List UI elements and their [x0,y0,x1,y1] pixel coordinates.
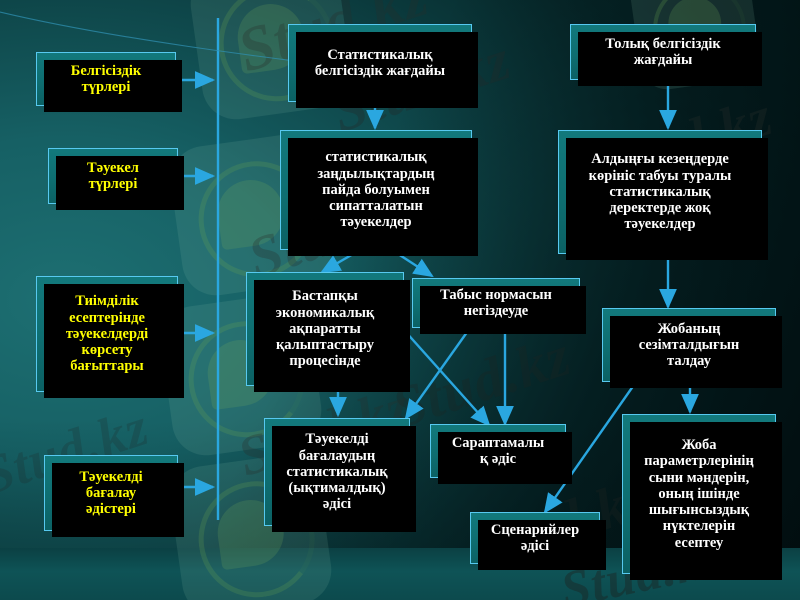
node-critical-parameters[interactable]: Жоба параметрлерінің сыни мәндерін, оның… [622,414,782,580]
node-label: Белгісіздік түрлері [70,62,142,95]
node-label: Бастапқы экономикалық ақпаратты қалыптас… [275,288,375,370]
node-statistical-uncertainty[interactable]: Статистикалық белгісіздік жағдайы [288,24,478,108]
node-expert-method[interactable]: Сараптамалы қ әдіс [430,424,572,484]
node-statistical-probability-method[interactable]: Тәуекелді бағалаудың статистикалық (ықти… [264,418,416,532]
connector-initial-info-to-expert [403,329,491,427]
node-uncertainty-types[interactable]: Белгісіздік түрлері [36,52,182,112]
node-label: статистикалық заңдылықтардың пайда болуы… [317,149,435,231]
node-risk-types[interactable]: Тәуекел түрлері [48,148,184,210]
node-label: Табыс нормасын негіздеуде [440,286,552,319]
node-income-norm[interactable]: Табыс нормасын негіздеуде [412,278,586,334]
node-efficiency-directions[interactable]: Тиімділік есептерінде тәуекелдерді көрсе… [36,276,184,398]
node-label: Тәуекелді бағалаудың статистикалық (ықти… [286,431,388,513]
node-initial-economic-info[interactable]: Бастапқы экономикалық ақпаратты қалыптас… [246,272,410,392]
node-label: Сценарийлер әдісі [490,521,580,554]
node-full-uncertainty[interactable]: Толық белгісіздік жағдайы [570,24,762,86]
node-label: Жобаның сезімталдығын талдау [638,320,740,370]
node-no-statistical-data-risks[interactable]: Алдыңғы кезеңдерде көрініс табуы туралы … [558,130,768,260]
node-risk-assessment-methods[interactable]: Тәуекелді бағалау әдістері [44,455,184,537]
node-label: Статистикалық белгісіздік жағдайы [314,46,446,79]
node-label: Сараптамалы қ әдіс [451,434,545,467]
node-scenario-method[interactable]: Сценарийлер әдісі [470,512,606,570]
node-project-sensitivity[interactable]: Жобаның сезімталдығын талдау [602,308,782,388]
node-label: Алдыңғы кезеңдерде көрініс табуы туралы … [588,151,732,233]
node-label: Тиімділік есептерінде тәуекелдерді көрсе… [65,293,149,375]
node-label: Тәуекел түрлері [87,159,139,192]
node-label: Жоба параметрлерінің сыни мәндерін, оның… [644,437,754,551]
node-statistical-regularity-risks[interactable]: статистикалық заңдылықтардың пайда болуы… [280,130,478,256]
node-label: Тәуекелді бағалау әдістері [79,468,143,518]
node-label: Толық белгісіздік жағдайы [605,35,721,68]
